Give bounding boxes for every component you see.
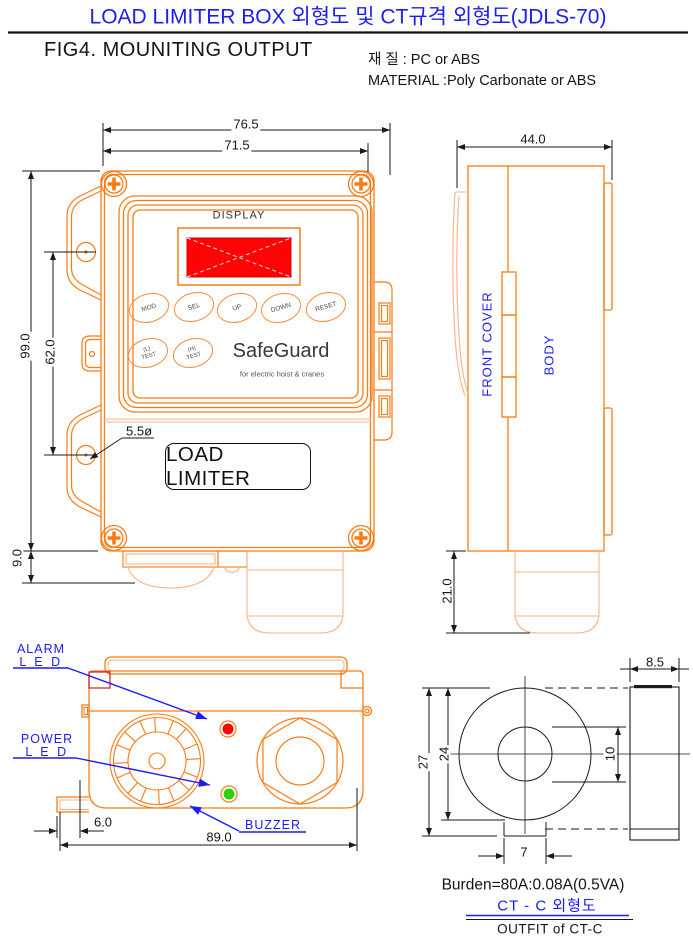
side-view-gland (514, 551, 600, 634)
dim-bottom-width: 89.0 (204, 829, 234, 845)
buzzer-wheel (109, 713, 205, 809)
dim-height: 99.0 (17, 331, 33, 361)
brand-logo-text: SafeGuard (232, 340, 330, 362)
body-label: BODY (541, 334, 557, 376)
side-view-outline (452, 165, 613, 552)
reset-button-label: RESET (314, 300, 338, 314)
ct-caption-english: OUTFIT of CT-C (497, 921, 603, 937)
dim-depth: 44.0 (518, 131, 548, 147)
up-button-label: UP (231, 303, 243, 313)
material-english: MATERIAL :Poly Carbonate or ABS (368, 73, 597, 89)
display-red-panel (186, 237, 292, 278)
corner-notch (88, 671, 111, 689)
nameplate: LOAD LIMITER (165, 443, 311, 490)
page-title: LOAD LIMITER BOX 외형도 및 CT규격 외형도(JDLS-70) (89, 5, 607, 29)
dimension-lines (22, 123, 689, 920)
dim-ct-overall: 27 (415, 752, 431, 772)
material-korean: 재 질 : PC or ABS (368, 52, 481, 68)
alarm-led-label-line2: L E D (19, 654, 63, 669)
dim-hole-diameter: 5.5ø (123, 423, 155, 439)
front-left-mounting-ears (66, 185, 102, 518)
dim-ct-inner: 10 (602, 744, 618, 764)
bottom-view-outline (56, 656, 373, 813)
power-led (220, 785, 238, 803)
dim-bracket-offset: 6.0 (91, 814, 115, 830)
nameplate-text: LOAD LIMITER (166, 442, 251, 490)
alarm-led (219, 720, 237, 738)
dim-ct-tab: 7 (518, 844, 530, 860)
hex-cable-gland (256, 717, 344, 805)
figure-caption: FIG4. MOUNITING OUTPUT (44, 39, 313, 61)
callout-leaders (13, 667, 629, 917)
display-label: DISPLAY (212, 209, 266, 222)
burden-spec: Burden=80A:0.08A(0.5VA) (441, 876, 625, 894)
alarm-led-label-line1: ALARM (16, 641, 66, 656)
sel-button-label: SEL (187, 301, 201, 312)
ct-toroid (450, 676, 690, 837)
front-right-hinge (374, 281, 393, 441)
dim-hole-span: 62.0 (42, 337, 58, 367)
power-led-label-line1: POWER (20, 731, 74, 746)
mod-button-label: MOD (140, 302, 158, 314)
front-cover-label: FRONT COVER (479, 291, 495, 397)
front-bottom-glands (122, 550, 344, 634)
brand-tagline: for electric hoist & cranes (239, 369, 325, 379)
dim-width-inner: 71.5 (222, 137, 252, 153)
dim-width-outer: 76.5 (231, 116, 261, 132)
ct-caption-korean: CT - C 외형도 (497, 897, 597, 915)
buzzer-label: BUZZER (245, 817, 301, 832)
down-button-label: DOWN (270, 301, 292, 314)
dim-gland-height: 21.0 (439, 576, 455, 606)
dim-bottom-offset: 9.0 (9, 546, 25, 570)
power-led-label-line2: L E D (25, 744, 69, 759)
dim-ct-outer: 24 (436, 744, 452, 764)
l-test-label: (L)TEST (140, 345, 157, 361)
dim-ct-thickness: 8.5 (643, 654, 667, 670)
h-test-label: (H)TEST (185, 345, 202, 361)
